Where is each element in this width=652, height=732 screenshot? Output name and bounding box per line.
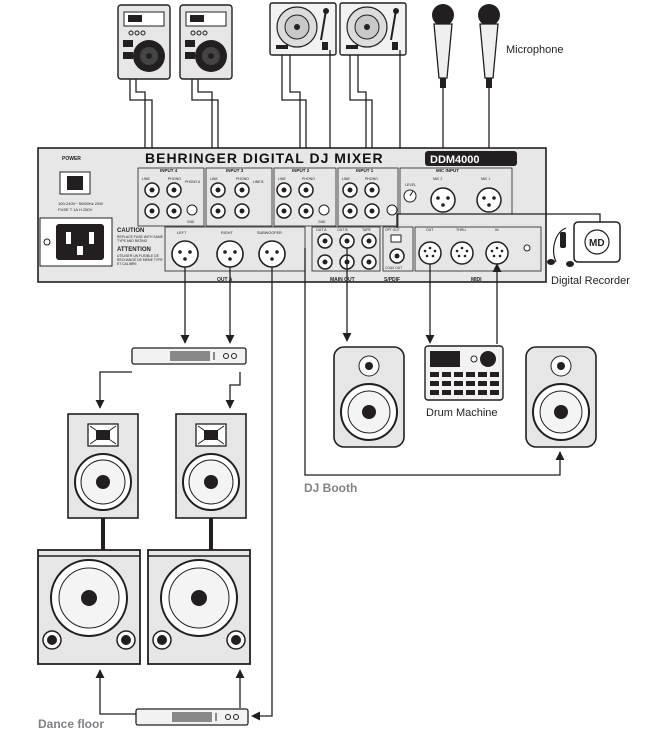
- booth-monitor-left: [333, 346, 405, 448]
- model-badge: DDM4000: [430, 154, 480, 166]
- power-label: POWER: [62, 156, 81, 162]
- out-a-label: OUT A: [316, 228, 327, 232]
- attention-text-3: ET CALIBRE: [117, 262, 137, 266]
- xlr-sub-label: SUBWOOFER: [257, 231, 282, 235]
- tape-label: TAPE: [362, 228, 372, 232]
- dance-floor-label: Dance floor: [38, 717, 104, 731]
- dance-floor-speaker-left-top: [67, 413, 139, 519]
- speaker-stand-left: [101, 518, 105, 552]
- attention-text-2: RECHANGE DE MEME TYPE: [117, 258, 163, 262]
- input-2-line: LINE: [278, 177, 286, 181]
- midi-section: OUT THRU IN MIDI: [414, 226, 542, 283]
- dance-floor-speaker-right-top: [175, 413, 247, 519]
- turntable-1: [269, 2, 337, 56]
- subwoofer-right: [147, 549, 251, 665]
- caution-title: CAUTION: [117, 228, 144, 234]
- power-amp-bottom: [135, 708, 249, 726]
- midi-section-label: MIDI: [471, 277, 482, 283]
- booth-monitor-right: [525, 346, 597, 448]
- power-amp-top: [131, 347, 247, 365]
- input-4-phono: PHONO: [168, 177, 181, 181]
- digital-recorder-label: Digital Recorder: [551, 275, 630, 287]
- speaker-stand-right: [209, 518, 213, 552]
- coax-out-label: COAX OUT: [385, 266, 402, 270]
- input-3-phono: PHONO: [236, 177, 249, 181]
- subwoofer-left: [37, 549, 141, 665]
- input-2-gnd: GND: [318, 220, 326, 224]
- caution-text-1: REPLACE FUSE WITH SAME: [117, 235, 164, 239]
- spdif-section-label: S/PDIF: [384, 277, 400, 283]
- input-4-gnd: GND: [187, 220, 195, 224]
- power-switch: [67, 176, 83, 190]
- mixer-title: BEHRINGER DIGITAL DJ MIXER: [145, 150, 384, 166]
- midi-out-label: OUT: [426, 228, 434, 232]
- xlr-left-label: LEFT: [177, 231, 187, 235]
- amp-to-speaker-cables: [95, 371, 241, 409]
- mic-level-label: LEVEL: [405, 183, 416, 187]
- xlr-right-label: RIGHT: [221, 231, 233, 235]
- drum-machine: [424, 345, 504, 401]
- cd-player-1: [117, 4, 171, 80]
- mic-1-label: MIC 1: [481, 177, 490, 181]
- mic-2-label: MIC 2: [433, 177, 442, 181]
- md-badge: MD: [589, 238, 605, 249]
- main-out-section-label: MAIN OUT: [330, 277, 355, 283]
- microphone-1: [478, 4, 500, 88]
- turntable-2: [339, 2, 407, 56]
- fuse-text: FUSE T 1A H 250V: [58, 207, 93, 212]
- drum-machine-label: Drum Machine: [426, 407, 498, 419]
- caution-text-2: TYPE AND RATING: [117, 239, 148, 243]
- spdif-cable: [396, 213, 601, 228]
- mic-input-section: MIC INPUT MIC 2 MIC 1 LEVEL: [399, 167, 513, 215]
- input-3-label: INPUT 3: [226, 168, 244, 173]
- midi-thru-label: THRU: [456, 228, 466, 232]
- input-3-line-b: LINE B: [253, 180, 264, 184]
- mixer-back-panel: BEHRINGER DIGITAL DJ MIXER DDM4000 POWER…: [37, 147, 547, 283]
- input-1-label: INPUT 1: [356, 168, 374, 173]
- input-4-label: INPUT 4: [160, 168, 178, 173]
- input-section-3: INPUT 3 LINE PHONO LINE B: [205, 167, 273, 227]
- spdif-section: OPT OUT COAX OUT S/PDIF: [382, 226, 414, 283]
- mic-input-label: MIC INPUT: [436, 168, 459, 173]
- input-4-phono-a: PHONO A: [185, 180, 201, 184]
- input-4-line: LINE: [142, 177, 150, 181]
- voltage-text: 100-240V~ 50/60Hz 20W: [58, 201, 103, 206]
- attention-title: ATTENTION: [117, 247, 151, 253]
- input-section-2: INPUT 2 LINE PHONO GND: [273, 167, 337, 227]
- dj-booth-label: DJ Booth: [304, 481, 357, 495]
- microphone-label: Microphone: [506, 44, 563, 56]
- input-section-4: INPUT 4 LINE PHONO PHONO A GND: [137, 167, 205, 227]
- microphone-2: [432, 4, 454, 88]
- output-cables: [180, 248, 565, 721]
- outa-section-label: OUT A: [217, 277, 233, 283]
- cd-player-2: [179, 4, 233, 80]
- input-1-phono: PHONO: [365, 177, 378, 181]
- digital-recorder: MD: [547, 221, 621, 267]
- opt-out-label: OPT OUT: [385, 228, 400, 232]
- attention-text-1: UTILISER UN FUSIBLE DE: [117, 254, 160, 258]
- input-section-1: INPUT 1 LINE PHONO: [337, 167, 399, 227]
- midi-in-label: IN: [495, 228, 499, 232]
- input-1-line: LINE: [342, 177, 350, 181]
- input-2-phono: PHONO: [302, 177, 315, 181]
- input-3-line: LINE: [210, 177, 218, 181]
- out-b-label: OUT B: [337, 228, 348, 232]
- input-2-label: INPUT 2: [292, 168, 310, 173]
- bottom-amp-cables: [95, 669, 245, 715]
